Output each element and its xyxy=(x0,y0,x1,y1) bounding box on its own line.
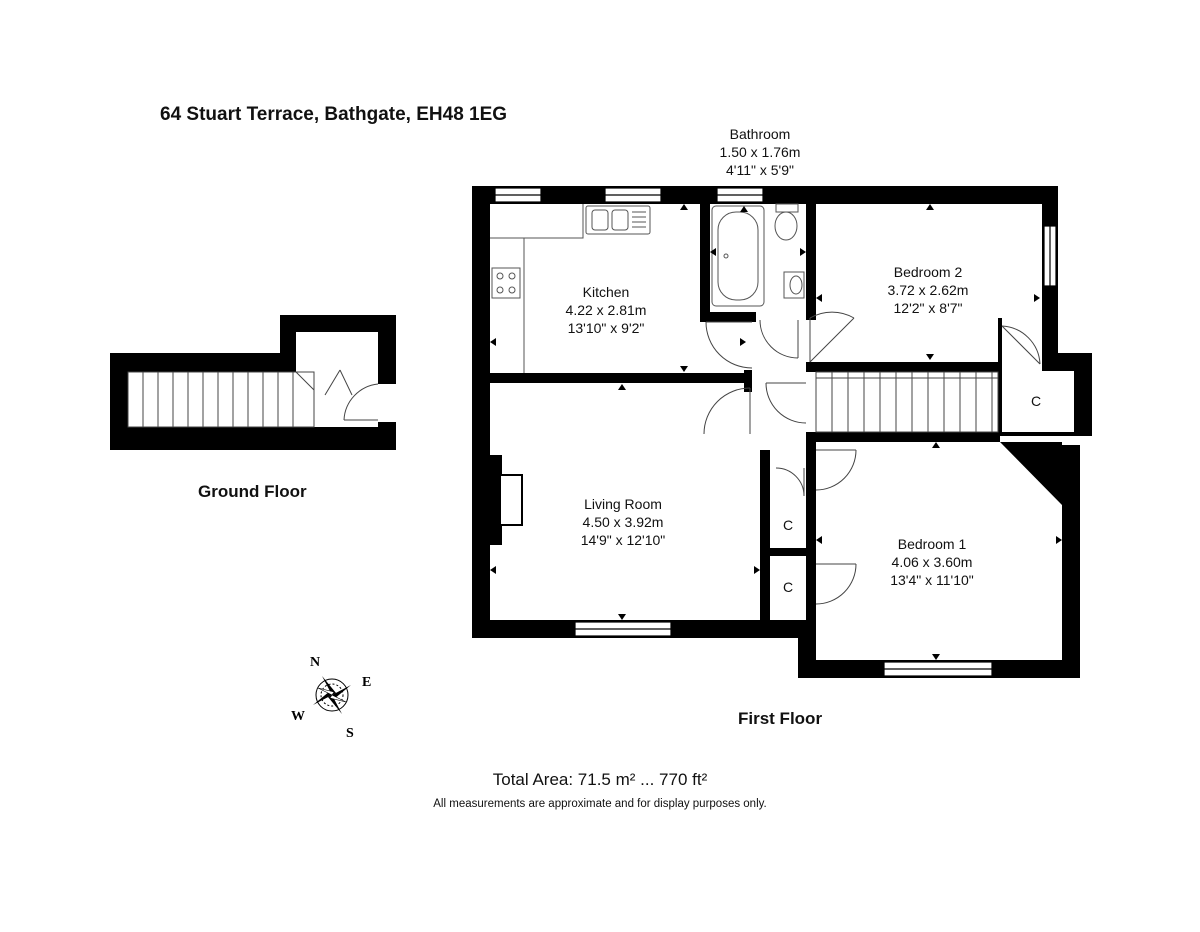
windows xyxy=(494,187,1057,677)
bedroom2-imperial: 12'2" x 8'7" xyxy=(893,300,963,316)
ground-floor-walls xyxy=(110,315,396,450)
room-bathroom-label: Bathroom 1.50 x 1.76m 4'11" x 5'9" xyxy=(700,125,820,179)
bathroom-metric: 1.50 x 1.76m xyxy=(719,144,801,160)
ground-door-swing xyxy=(324,369,379,421)
room-living-label: Living Room 4.50 x 3.92m 14'9" x 12'10" xyxy=(563,495,683,549)
compass-icon xyxy=(313,676,351,714)
dimension-markers xyxy=(490,204,1062,660)
property-address: 64 Stuart Terrace, Bathgate, EH48 1EG xyxy=(160,104,508,125)
bathroom-imperial: 4'11" x 5'9" xyxy=(726,162,794,178)
wall-cupboard-right xyxy=(1074,353,1092,435)
compass-n: N xyxy=(310,655,320,670)
wall-cupboard-divider xyxy=(760,548,816,556)
wall-living-right xyxy=(760,450,770,638)
wall-bed1-left xyxy=(806,442,816,642)
ground-floor-label: Ground Floor xyxy=(198,482,307,501)
wall-cupboard-bottom xyxy=(998,432,1092,436)
room-kitchen-label: Kitchen 4.22 x 2.81m 13'10" x 9'2" xyxy=(546,283,666,337)
compass-s: S xyxy=(346,726,354,741)
compass-e: E xyxy=(362,675,371,690)
chimney-breast xyxy=(488,455,502,545)
wall-top xyxy=(472,186,1058,204)
ground-floor-plan xyxy=(110,315,397,450)
fireplace xyxy=(499,474,523,526)
door-swings xyxy=(703,311,1041,605)
wall-hall-right xyxy=(998,318,1002,436)
bathroom-name: Bathroom xyxy=(729,126,791,142)
total-area: Total Area: 71.5 m² ... 770 ft² xyxy=(492,770,708,789)
ground-door-gap xyxy=(377,384,397,422)
first-floor-plan xyxy=(472,186,1092,678)
living-imperial: 14'9" x 12'10" xyxy=(580,532,666,548)
first-floor-stairs xyxy=(815,371,999,433)
kitchen-name: Kitchen xyxy=(582,284,630,300)
bedroom1-name: Bedroom 1 xyxy=(897,536,967,552)
wall-bed2-bottom xyxy=(806,362,1000,372)
disclaimer: All measurements are approximate and for… xyxy=(433,798,767,810)
living-name: Living Room xyxy=(584,496,662,512)
kitchen-fittings xyxy=(490,204,651,373)
bed1-corner-wall xyxy=(1000,442,1062,505)
compass-w: W xyxy=(291,709,305,724)
wall-bath-right xyxy=(806,204,816,320)
bedroom2-name: Bedroom 2 xyxy=(893,264,963,280)
bathroom-fittings xyxy=(711,203,805,307)
ground-stairs xyxy=(127,371,315,428)
living-metric: 4.50 x 3.92m xyxy=(582,514,664,530)
bedroom1-imperial: 13'4" x 11'10" xyxy=(890,572,974,588)
wall-right-bed1 xyxy=(1062,445,1080,677)
bedroom2-metric: 3.72 x 2.62m xyxy=(887,282,969,298)
room-bedroom2-label: Bedroom 2 3.72 x 2.62m 12'2" x 8'7" xyxy=(868,263,988,317)
kitchen-imperial: 13'10" x 9'2" xyxy=(567,320,645,336)
cupboard-label: C xyxy=(783,517,794,533)
cupboard-label: C xyxy=(783,579,794,595)
cupboard-label: C xyxy=(1031,393,1042,409)
kitchen-metric: 4.22 x 2.81m xyxy=(565,302,647,318)
first-floor-label: First Floor xyxy=(738,709,823,728)
wall-hall-stub xyxy=(744,370,752,392)
wall-stairs-bottom xyxy=(806,432,1000,442)
bedroom1-metric: 4.06 x 3.60m xyxy=(891,554,973,570)
wall-bath-bottom xyxy=(700,312,756,322)
wall-left xyxy=(472,186,490,638)
wall-kitchen-living xyxy=(490,373,752,383)
room-bedroom1-label: Bedroom 1 4.06 x 3.60m 13'4" x 11'10" xyxy=(872,535,992,589)
wall-bath-left xyxy=(700,204,710,320)
